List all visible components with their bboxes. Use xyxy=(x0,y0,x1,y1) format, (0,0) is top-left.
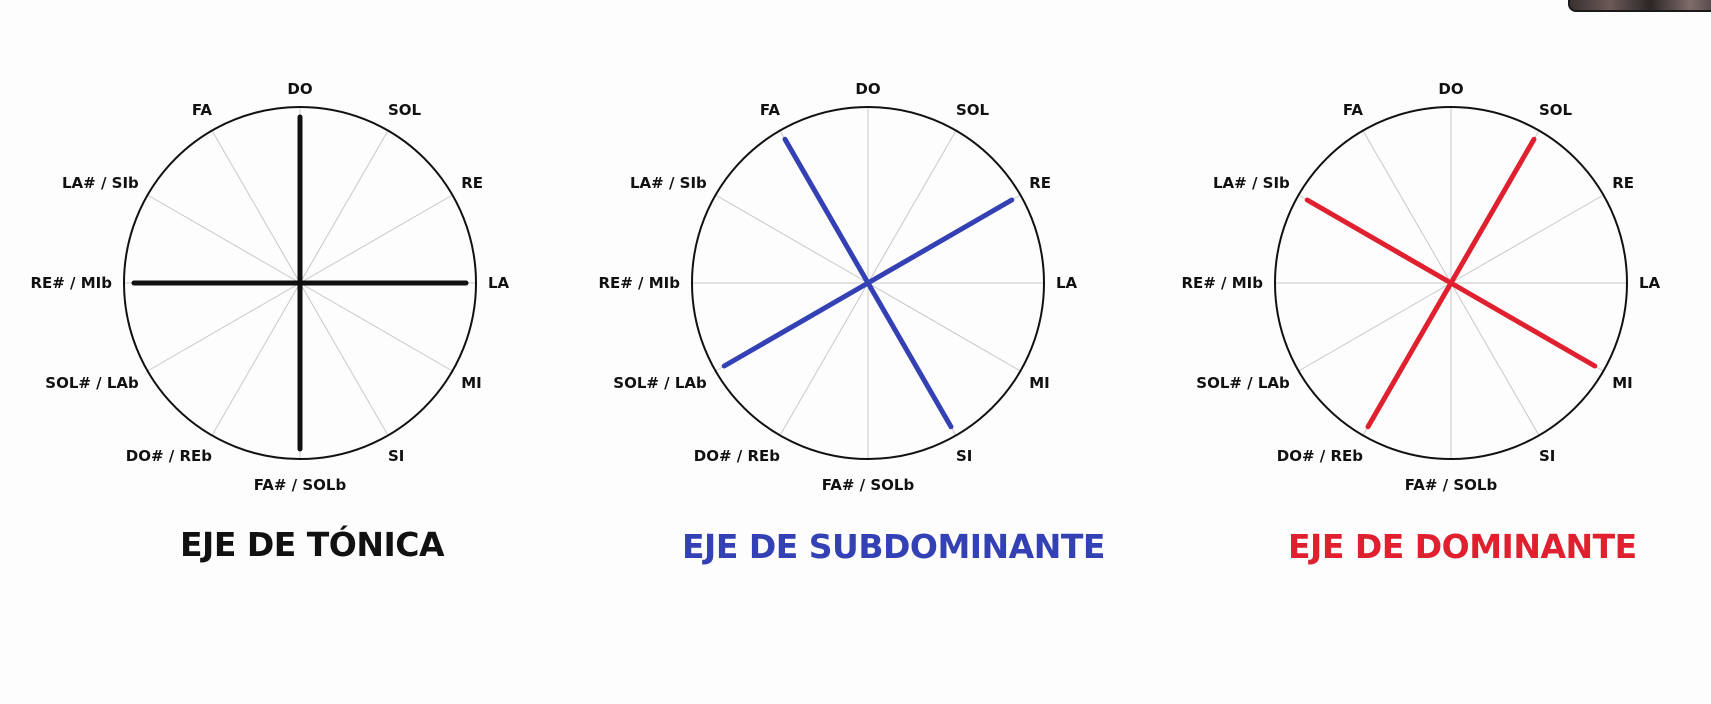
spoke-fa xyxy=(1362,130,1452,284)
note-label-do: DO xyxy=(287,80,312,98)
note-label-fa-solb: FA# / SOLb xyxy=(822,476,915,494)
circle-outline xyxy=(123,106,477,460)
note-label-sol: SOL xyxy=(1539,101,1573,119)
spoke-la-sib xyxy=(715,194,869,284)
subdominant-axis-circle: DO SOL RE LA MI SI FA# / SOLb DO# / REb SOL# / L… xyxy=(598,80,1077,494)
note-label-mi: MI xyxy=(461,374,482,392)
note-label-si: SI xyxy=(956,447,972,465)
spoke-do-reb xyxy=(779,282,869,436)
note-label-la-sib: LA# / SIb xyxy=(630,174,707,192)
axis-line-sol xyxy=(1448,136,1537,286)
spoke-re xyxy=(299,194,453,284)
spoke-fa xyxy=(211,130,301,284)
spoke-si xyxy=(299,282,389,436)
note-label-sol-lab: SOL# / LAb xyxy=(1196,374,1290,392)
note-label-la: LA xyxy=(1056,274,1078,292)
note-label-sol: SOL xyxy=(956,101,990,119)
spoke-sol-lab xyxy=(147,282,301,372)
note-label-si: SI xyxy=(1539,447,1555,465)
note-label-sol-lab: SOL# / LAb xyxy=(613,374,707,392)
note-label-do-reb: DO# / REb xyxy=(1277,447,1363,465)
note-label-la-sib: LA# / SIb xyxy=(1213,174,1290,192)
note-label-re-mib: RE# / MIb xyxy=(598,274,680,292)
axis-line-mi xyxy=(1448,280,1598,369)
spoke-sol xyxy=(299,130,389,284)
spoke-sol-lab xyxy=(1298,282,1452,372)
note-label-re: RE xyxy=(1612,174,1634,192)
note-label-do-reb: DO# / REb xyxy=(126,447,212,465)
dominant-axis-title: EJE DE DOMINANTE xyxy=(1288,527,1637,566)
note-label-sol: SOL xyxy=(388,101,422,119)
note-label-la-sib: LA# / SIb xyxy=(62,174,139,192)
axis-line-fa xyxy=(782,136,871,286)
note-label-mi: MI xyxy=(1029,374,1050,392)
video-thumbnail-corner xyxy=(1568,0,1711,12)
note-label-fa: FA xyxy=(1343,101,1364,119)
spoke-si xyxy=(1450,282,1540,436)
note-label-fa-solb: FA# / SOLb xyxy=(1405,476,1498,494)
axis-line-sol-lab xyxy=(721,280,871,369)
dominant-axis-circle: DO SOL RE LA MI SI FA# / SOLb DO# / REb SOL# / L… xyxy=(1181,80,1660,494)
spoke-la-sib xyxy=(147,194,301,284)
note-label-do: DO xyxy=(1438,80,1463,98)
note-label-la: LA xyxy=(488,274,510,292)
note-label-fa: FA xyxy=(760,101,781,119)
spoke-re xyxy=(1450,194,1604,284)
note-label-re: RE xyxy=(1029,174,1051,192)
note-label-re-mib: RE# / MIb xyxy=(30,274,112,292)
note-label-mi: MI xyxy=(1612,374,1633,392)
axis-line-si xyxy=(865,280,954,430)
spoke-mi xyxy=(867,282,1021,372)
tonic-axis-title: EJE DE TÓNICA xyxy=(180,525,445,564)
note-label-re: RE xyxy=(461,174,483,192)
note-label-re-mib: RE# / MIb xyxy=(1181,274,1263,292)
note-label-sol-lab: SOL# / LAb xyxy=(45,374,139,392)
note-label-la: LA xyxy=(1639,274,1661,292)
tonic-axis-circle: DO SOL RE LA MI SI FA# / SOLb DO# / REb SOL# / L… xyxy=(30,80,509,494)
subdominant-axis-title: EJE DE SUBDOMINANTE xyxy=(682,527,1105,566)
axis-line-la-sib xyxy=(1304,197,1454,286)
axis-line-do-reb xyxy=(1365,280,1454,430)
note-label-do-reb: DO# / REb xyxy=(694,447,780,465)
note-label-si: SI xyxy=(388,447,404,465)
note-label-do: DO xyxy=(855,80,880,98)
axis-line-re xyxy=(865,197,1015,286)
circle-outline xyxy=(691,106,1045,460)
spoke-do-reb xyxy=(211,282,301,436)
spoke-mi xyxy=(299,282,453,372)
circle-outline xyxy=(1274,106,1628,460)
spoke-sol xyxy=(867,130,957,284)
note-label-fa: FA xyxy=(192,101,213,119)
note-label-fa-solb: FA# / SOLb xyxy=(254,476,347,494)
